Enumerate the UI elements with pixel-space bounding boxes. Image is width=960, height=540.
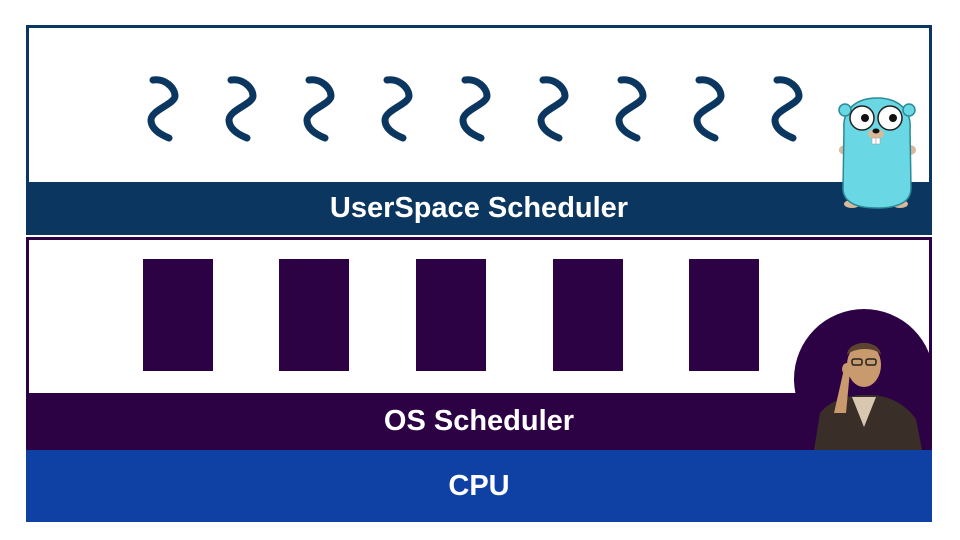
squiggle-icon <box>459 76 491 142</box>
userspace-scheduler-band: UserSpace Scheduler <box>26 182 932 235</box>
squiggle-icon <box>381 76 413 142</box>
gopher-mascot-icon <box>838 97 916 209</box>
userspace-scheduler-label: UserSpace Scheduler <box>329 192 629 224</box>
squiggle-icon <box>693 76 725 142</box>
squiggle-icon <box>303 76 335 142</box>
os-thread-block <box>416 259 486 371</box>
goroutine-row <box>145 72 825 147</box>
squiggle-icon <box>615 76 647 142</box>
os-scheduler-band: OS Scheduler <box>26 393 932 450</box>
squiggle-icon <box>537 76 569 142</box>
cpu-label: CPU <box>448 469 510 502</box>
squiggle-icon <box>771 76 803 142</box>
os-scheduler-label: OS Scheduler <box>383 405 575 437</box>
os-thread-block <box>279 259 349 371</box>
os-thread-block <box>553 259 623 371</box>
squiggle-icon <box>225 76 257 142</box>
os-thread-block <box>143 259 213 371</box>
squiggle-icon <box>147 76 179 142</box>
os-thread-block <box>689 259 759 371</box>
cpu-band: CPU <box>26 450 932 522</box>
portrait-photo-icon <box>794 309 932 450</box>
